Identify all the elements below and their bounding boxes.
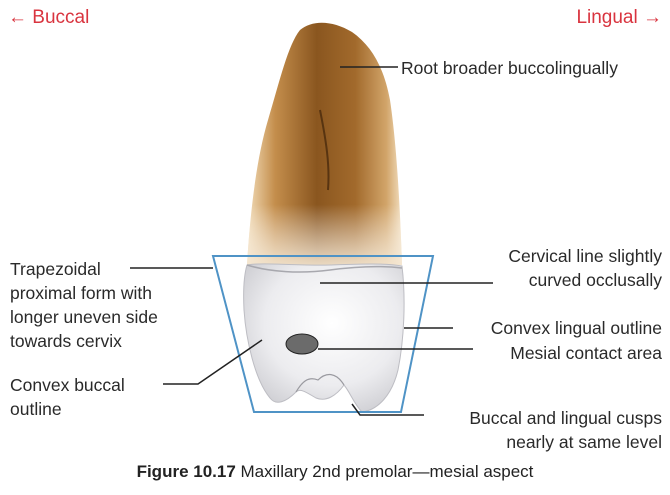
figure-title: Maxillary 2nd premolar—mesial aspect	[235, 462, 534, 481]
lingual-direction: Lingual →	[576, 7, 662, 28]
root-groove	[319, 109, 330, 191]
label-convex-buccal-2: outline	[10, 399, 62, 419]
label-convex-buccal-1: Convex buccal	[10, 375, 125, 395]
cervical-line	[246, 264, 403, 273]
cusps-leader	[351, 403, 424, 416]
label-trapezoidal-4: towards cervix	[10, 331, 122, 351]
root-highlight	[247, 22, 402, 266]
buccal-leader	[163, 339, 263, 385]
label-convex-lingual: Convex lingual outline	[490, 318, 662, 338]
buccal-direction: ← Buccal	[8, 7, 90, 28]
tooth-crown	[243, 263, 405, 413]
trapezoid-outline	[211, 255, 435, 413]
mesial-contact-area	[285, 333, 319, 355]
label-cusps-1: Buccal and lingual cusps	[469, 408, 662, 428]
figure-caption: Figure 10.17 Maxillary 2nd premolar—mesi…	[0, 462, 670, 482]
label-root: Root broader buccolingually	[401, 58, 618, 78]
label-trapezoidal-1: Trapezoidal	[10, 259, 101, 279]
figure-number: Figure 10.17	[136, 462, 236, 481]
label-cusps-2: nearly at same level	[506, 432, 662, 452]
label-trapezoidal-3: longer uneven side	[10, 307, 158, 327]
label-mesial-contact: Mesial contact area	[510, 343, 662, 363]
label-trapezoidal-2: proximal form with	[10, 283, 152, 303]
label-cervical-line-2: curved occlusally	[528, 270, 662, 290]
cusp-detail	[295, 374, 345, 393]
label-cervical-line-1: Cervical line slightly	[508, 246, 662, 266]
